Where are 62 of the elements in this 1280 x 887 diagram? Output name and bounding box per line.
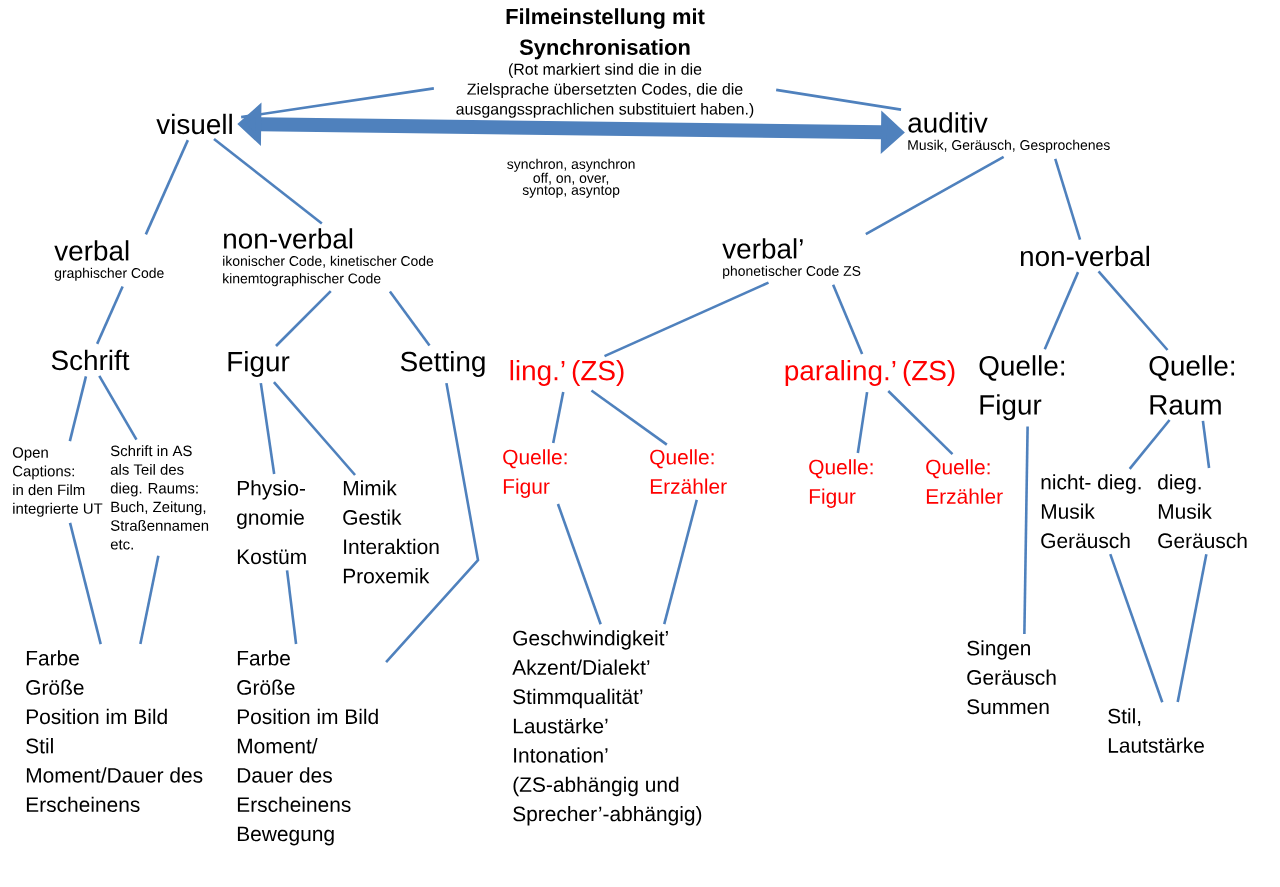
category-label: auditiv Musik, Geräusch, Gesprochenes — [908, 112, 1110, 153]
category-label: Schrift — [51, 349, 130, 371]
connector-line — [1023, 426, 1029, 635]
connector-line — [68, 522, 102, 645]
category-label: verbal’ phonetischer Code ZS — [722, 238, 861, 279]
feature-list: Schrift in AS als Teil des dieg. Raums: Buch, Zeitung, Straßennamen etc. — [110, 445, 209, 550]
connector-line — [865, 155, 1005, 236]
source-label: Quelle: Figur — [809, 459, 873, 508]
connector-line — [856, 391, 869, 454]
connector-line — [1054, 158, 1082, 241]
connector-line — [388, 290, 431, 347]
category-label: paraling.’ (ZS) — [785, 360, 955, 386]
connector-line — [590, 389, 668, 446]
connector-line — [259, 382, 276, 475]
feature-list: Mimik Gestik Interaktion Proxemik — [343, 480, 439, 584]
connector-line — [1128, 419, 1171, 470]
connector-line — [98, 375, 138, 441]
connector-line — [1109, 553, 1164, 703]
feature-list: Singen Geräusch Summen — [967, 640, 1056, 715]
source-label: Quelle: Erzähler — [650, 449, 727, 494]
source-label: Quelle: Erzähler — [926, 459, 1003, 504]
connector-line — [272, 381, 356, 476]
feature-list: nicht- dieg. Musik Geräusch — [1041, 474, 1141, 549]
connector-line — [604, 281, 770, 358]
category-label: Figur — [228, 351, 290, 377]
connector-line — [775, 88, 902, 111]
connector-line — [144, 139, 190, 235]
category-label: Quelle: Figur — [979, 355, 1064, 421]
category-label: visuell — [156, 113, 232, 135]
connector-line — [1176, 554, 1208, 703]
connector-line — [139, 555, 160, 645]
connector-line — [1201, 420, 1211, 469]
feature-list: Geschwindigkeit’ Akzent/Dialekt’ Stimmqualität’ Laustärke’ Intonation’ (ZS-abhängig und Sprecher’-abhängig) — [512, 630, 702, 826]
category-label: Setting — [400, 351, 485, 377]
connector-line — [663, 499, 699, 625]
category-label: ling.’ (ZS) — [510, 360, 624, 386]
source-label: Quelle: Figur — [503, 449, 567, 498]
connector-line — [385, 382, 480, 663]
category-label: verbal graphischer Code — [54, 240, 164, 281]
feature-list: dieg. Musik Geräusch — [1158, 474, 1247, 549]
category-label: non-verbal ikonischer Code, kinetischer Code kinemtographischer Code — [223, 228, 434, 287]
feature-list: Physio- gnomie Kostüm — [237, 480, 306, 565]
connector-line — [1097, 270, 1169, 351]
connector-line — [551, 391, 565, 444]
feature-list: Farbe Größe Position im Bild Moment/ Dauer des Erscheinens Bewegung — [237, 650, 378, 846]
connector-line — [275, 290, 332, 347]
category-label: non-verbal — [1020, 245, 1149, 267]
connector-line — [213, 137, 323, 225]
connector-line — [68, 376, 88, 442]
connector-line — [887, 390, 954, 456]
connector-line — [556, 503, 602, 625]
connector-line — [240, 87, 435, 119]
connector-line — [1043, 271, 1080, 350]
connector-line — [831, 284, 864, 355]
feature-list: Farbe Größe Position im Bild Stil Moment/Dauer des Erscheinens — [26, 650, 203, 812]
category-label: Quelle: Raum — [1149, 355, 1234, 415]
connector-line — [95, 286, 124, 345]
connector-line — [285, 570, 298, 645]
edge-label: synchron, asynchron off, on, over, syntop, asyntop — [495, 157, 648, 199]
feature-list: Stil, Lautstärke — [1108, 708, 1204, 753]
feature-list: Open Captions: in den Film integrierte UT — [12, 447, 103, 517]
title-text: Filmeinstellung mit Synchronisation (Rot markiert sind die in die Zielsprache übersetzten Codes, die die ausgangssprachlichen substituiert haben.) — [456, 8, 754, 118]
